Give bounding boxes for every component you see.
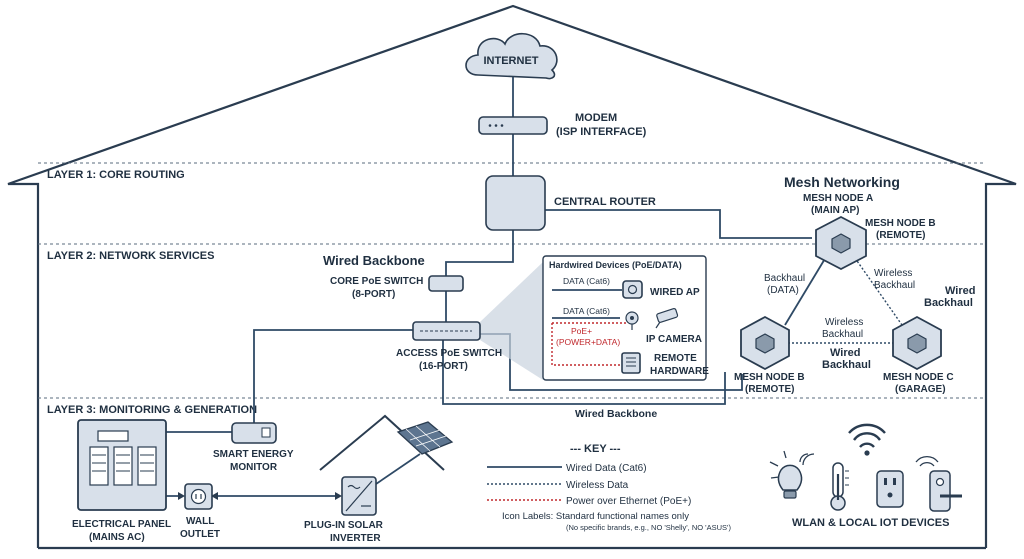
solar-panel-icon <box>396 421 454 455</box>
access-switch-label: ACCESS PoE SWITCH <box>396 348 502 359</box>
mesh-c-sublabel: (GARAGE) <box>895 384 946 395</box>
thermometer-icon <box>830 462 849 511</box>
wired-backhaul-mid-sublabel: Backhaul <box>822 359 871 371</box>
wired-backhaul-right-sublabel: Backhaul <box>924 297 973 309</box>
data-cat6-label-2: DATA (Cat6) <box>563 306 610 316</box>
mesh-b-top-label: MESH NODE B <box>865 218 936 229</box>
router-icon <box>485 175 546 231</box>
energy-monitor-icon <box>231 422 277 444</box>
remote-hardware-sublabel: HARDWARE <box>650 366 709 377</box>
wire-access-energy <box>253 329 413 423</box>
hardwired-title: Hardwired Devices (PoE/DATA) <box>549 260 682 270</box>
mesh-node-a-icon <box>815 215 867 271</box>
key-icon-label-note: Icon Labels: Standard functional names o… <box>502 511 689 522</box>
remote-hardware-icon <box>621 352 641 374</box>
smart-plug-icon <box>876 470 904 508</box>
key-wired-label: Wired Data (Cat6) <box>566 463 647 474</box>
inverter-label: PLUG-IN SOLAR <box>304 520 384 531</box>
core-switch-sublabel: (8-PORT) <box>352 289 395 300</box>
wall-outlet-label: WALL <box>186 516 214 527</box>
modem-label: MODEM <box>575 112 617 124</box>
smart-lock-icon <box>915 456 962 512</box>
mesh-node-c-icon <box>892 315 942 371</box>
core-switch-icon <box>428 275 464 292</box>
key-poe-label: Power over Ethernet (PoE+) <box>566 496 691 507</box>
mesh-a-label: MESH NODE A <box>803 193 873 204</box>
access-switch-sublabel: (16-PORT) <box>419 361 468 372</box>
wire-backhaul-a-b <box>784 256 827 326</box>
wire-router-coreswitch <box>445 230 514 276</box>
inverter-icon <box>341 476 377 516</box>
wifi-icon <box>848 423 886 456</box>
router-label: CENTRAL ROUTER <box>554 196 656 208</box>
data-cat6-label-1: DATA (Cat6) <box>563 276 610 286</box>
electrical-panel-icon <box>77 419 167 511</box>
layer-services-label: LAYER 2: NETWORK SERVICES <box>47 250 214 262</box>
modem-sublabel: (ISP INTERFACE) <box>556 126 647 138</box>
mesh-b-sublabel: (REMOTE) <box>745 384 794 395</box>
hardwired-zoom-beam <box>480 262 543 380</box>
wall-outlet-icon <box>184 483 213 510</box>
layer-core-label: LAYER 1: CORE ROUTING <box>47 169 185 181</box>
wired-backbone-bottom-label: Wired Backbone <box>575 408 657 420</box>
wired-ap-icon <box>622 280 643 299</box>
wire-backbone-bottom <box>442 340 726 405</box>
energy-monitor-label: SMART ENERGY <box>213 449 294 460</box>
mesh-node-b-icon <box>740 315 790 371</box>
mesh-c-label: MESH NODE C <box>883 372 954 383</box>
smart-bulb-icon <box>769 450 815 499</box>
cloud-icon <box>465 32 558 80</box>
wireless-backhaul-a-c <box>854 257 903 326</box>
layer-monitoring-label: LAYER 3: MONITORING & GENERATION <box>47 404 257 416</box>
core-switch-label: CORE PoE SWITCH <box>330 276 423 287</box>
legend: --- KEY --- Wired Data (Cat6) Wireless D… <box>487 443 731 532</box>
wireless-backhaul-mid-sublabel: Backhaul <box>822 329 863 340</box>
mesh-b-top-sublabel: (REMOTE) <box>876 230 925 241</box>
modem-icon <box>478 116 548 135</box>
hardwired-devices-panel: Hardwired Devices (PoE/DATA) DATA (Cat6)… <box>542 255 709 381</box>
key-title: --- KEY --- <box>570 443 621 455</box>
wire-router-mesh-a <box>545 209 812 239</box>
key-wireless-label: Wireless Data <box>566 480 629 491</box>
poe-line <box>551 323 620 366</box>
mesh-title: Mesh Networking <box>784 174 900 190</box>
energy-monitor-sublabel: MONITOR <box>230 462 278 473</box>
house-outline <box>7 4 1017 548</box>
webcam-icon <box>625 311 639 330</box>
wireless-backhaul-right-sublabel: Backhaul <box>874 280 915 291</box>
internet-label: INTERNET <box>484 55 539 67</box>
wired-backhaul-mid-label: Wired <box>830 347 860 359</box>
key-icon-label-subnote: (No specific brands, e.g., NO 'Shelly', … <box>566 523 731 532</box>
poe-sublabel: (POWER+DATA) <box>556 337 620 347</box>
inverter-sublabel: INVERTER <box>330 533 381 544</box>
solar-cable <box>375 453 421 485</box>
electrical-panel-label: ELECTRICAL PANEL <box>72 519 171 530</box>
wireless-backhaul-right-label: Wireless <box>874 268 912 279</box>
ip-camera-label: IP CAMERA <box>646 334 702 345</box>
access-switch-icon <box>412 321 481 341</box>
mesh-a-sublabel: (MAIN AP) <box>811 205 860 216</box>
wall-outlet-sublabel: OUTLET <box>180 529 220 540</box>
mesh-b-label: MESH NODE B <box>734 372 805 383</box>
wired-backbone-title: Wired Backbone <box>323 253 425 268</box>
backhaul-label: Backhaul <box>764 273 805 284</box>
arrow-right-outlet <box>178 492 185 500</box>
remote-hardware-label: REMOTE <box>654 353 697 364</box>
iot-devices-label: WLAN & LOCAL IOT DEVICES <box>792 517 949 529</box>
poe-label: PoE+ <box>571 326 592 336</box>
ip-camera-icon <box>655 308 679 329</box>
backhaul-sublabel: (DATA) <box>767 285 799 296</box>
electrical-panel-sublabel: (MAINS AC) <box>89 532 145 543</box>
wired-backhaul-right-label: Wired <box>945 285 975 297</box>
wireless-backhaul-mid-label: Wireless <box>825 317 863 328</box>
arrow-right-inverter <box>335 492 342 500</box>
wired-ap-label: WIRED AP <box>650 287 700 298</box>
arrow-left-outlet <box>211 492 218 500</box>
